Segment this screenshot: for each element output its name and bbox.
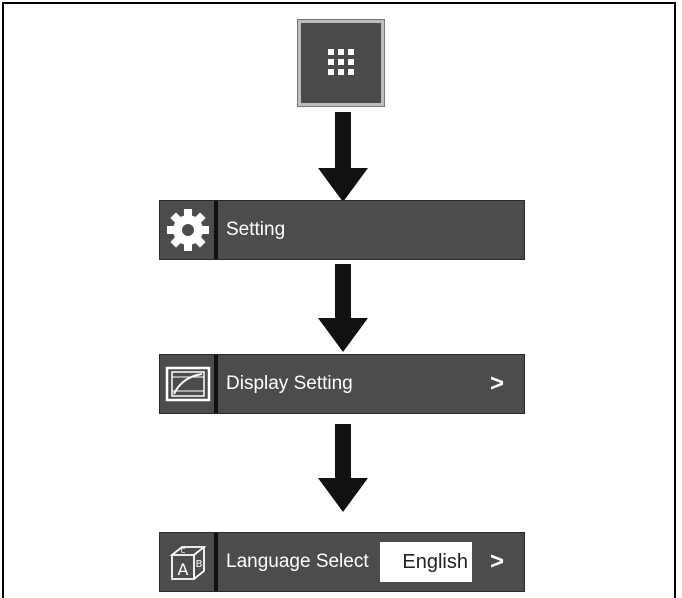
display-setting-menu-item[interactable]: Display Setting >	[159, 354, 525, 414]
svg-text:B: B	[196, 559, 203, 570]
gear-icon-cell	[160, 201, 218, 259]
display-icon	[165, 366, 211, 402]
gear-icon	[167, 209, 209, 251]
svg-text:A: A	[178, 560, 189, 579]
apps-grid-icon	[328, 49, 354, 75]
setting-label: Setting	[226, 219, 286, 240]
language-value-field[interactable]: English	[380, 542, 472, 582]
display-icon-cell	[160, 355, 218, 413]
language-select-label: Language Select	[226, 551, 369, 572]
chevron-right-icon: >	[490, 370, 505, 397]
apps-button[interactable]	[297, 19, 385, 107]
setting-menu-item[interactable]: Setting	[159, 200, 525, 260]
language-abc-icon: C A B	[169, 546, 207, 580]
language-select-menu-item[interactable]: C A B Language Select English >	[159, 532, 525, 592]
flow-arrow-1	[318, 112, 368, 202]
display-setting-label: Display Setting	[226, 373, 353, 394]
flow-arrow-2	[318, 264, 368, 354]
chevron-right-icon: >	[490, 548, 505, 575]
flow-arrow-3	[318, 424, 368, 516]
svg-text:C: C	[181, 547, 186, 555]
language-icon-cell: C A B	[160, 533, 218, 591]
